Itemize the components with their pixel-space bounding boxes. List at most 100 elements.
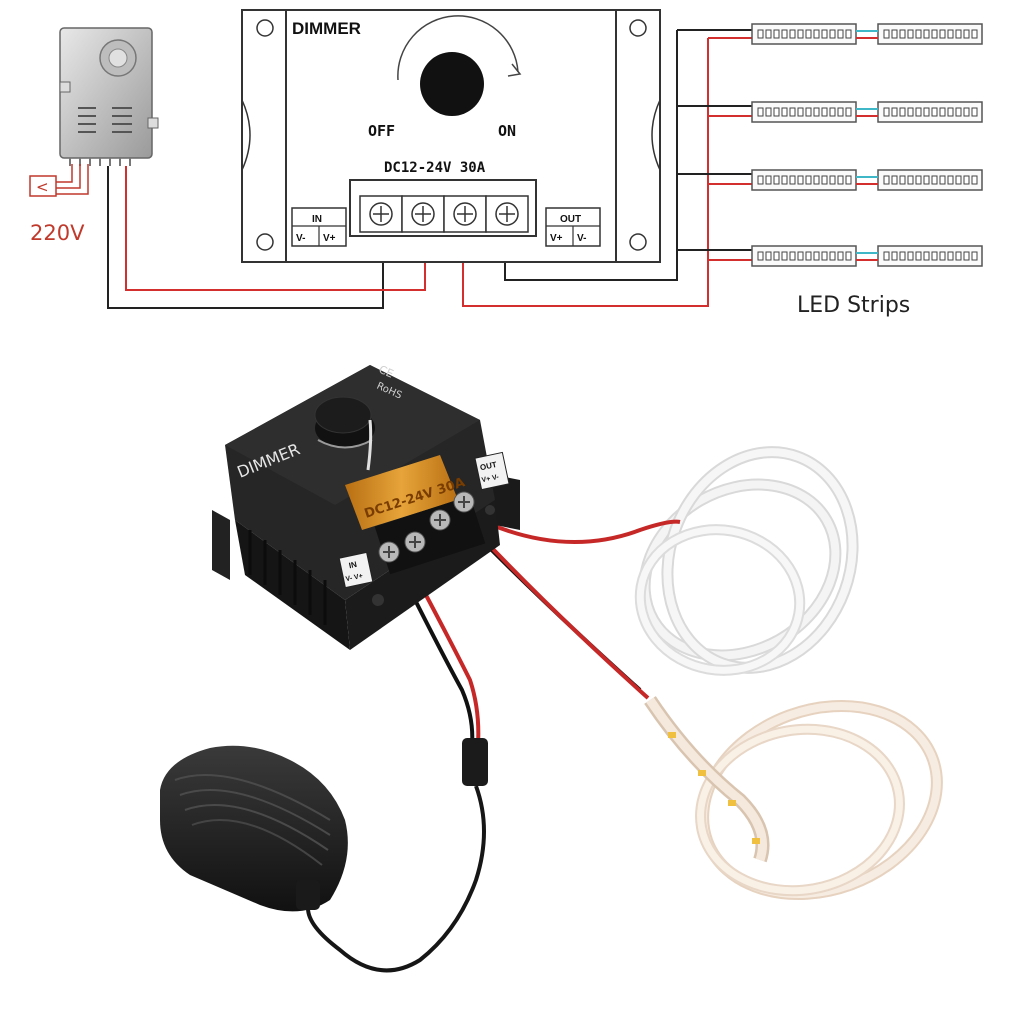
- led-strip-coil-upper: [634, 446, 859, 676]
- led-chip: [883, 29, 890, 39]
- terminal-block-diagram: [349, 179, 537, 237]
- led-chip: [821, 175, 828, 185]
- led-chip: [939, 251, 946, 261]
- in-label-photo: IN: [348, 560, 358, 571]
- led-chip: [773, 107, 780, 117]
- led-chip: [797, 251, 804, 261]
- ac-input-plug: <: [29, 164, 89, 197]
- led-chip: [805, 175, 812, 185]
- led-strip-segment: [877, 101, 983, 123]
- led-strip-segment: [877, 169, 983, 191]
- led-chip: [971, 175, 978, 185]
- led-chip: [923, 175, 930, 185]
- wire-in-positive-photo: [408, 564, 481, 746]
- led-chip: [797, 107, 804, 117]
- led-chip: [907, 251, 914, 261]
- led-chip: [931, 107, 938, 117]
- led-chip: [939, 29, 946, 39]
- in-label: IN: [312, 214, 322, 225]
- led-chip: [891, 107, 898, 117]
- knob-off-label: OFF: [368, 122, 395, 140]
- led-chip: [797, 175, 804, 185]
- ce-mark: CE: [377, 363, 396, 381]
- led-chip: [765, 107, 772, 117]
- led-strip-row: [751, 169, 983, 191]
- rating-label-diagram: DC12-24V 30A: [384, 160, 486, 176]
- led-chip: [963, 251, 970, 261]
- led-chip: [915, 175, 922, 185]
- out-terminal-positive: V+: [550, 233, 563, 244]
- led-chip: [765, 175, 772, 185]
- led-chip: [899, 29, 906, 39]
- in-sticker-photo: [338, 551, 374, 589]
- led-chip: [845, 107, 852, 117]
- led-chip: [813, 107, 820, 117]
- led-chip: [845, 29, 852, 39]
- out-label-photo: OUT: [479, 460, 497, 472]
- out-terminal-label-box: [545, 207, 601, 247]
- led-chip: [757, 107, 764, 117]
- led-chip: [789, 175, 796, 185]
- out-sticker-photo: [474, 451, 510, 491]
- led-chip: [883, 107, 890, 117]
- led-chip: [781, 29, 788, 39]
- led-chip: [845, 251, 852, 261]
- led-chip: [963, 175, 970, 185]
- led-chip: [963, 29, 970, 39]
- led-chip: [915, 107, 922, 117]
- led-chip: [781, 251, 788, 261]
- led-chip: [781, 107, 788, 117]
- led-strip-row: [751, 101, 983, 123]
- power-supply-unit: [59, 27, 159, 166]
- led-chip: [765, 251, 772, 261]
- svg-text:<: <: [36, 178, 49, 196]
- led-strips-label: LED Strips: [797, 293, 910, 318]
- led-chip: [773, 251, 780, 261]
- led-strip-segment: [751, 245, 857, 267]
- mains-voltage-label: 220V: [30, 221, 85, 245]
- led-chip: [837, 175, 844, 185]
- led-chip: [971, 29, 978, 39]
- led-chip: [891, 29, 898, 39]
- led-chip: [805, 107, 812, 117]
- led-chip: [955, 107, 962, 117]
- led-chip: [947, 175, 954, 185]
- led-chip: [813, 251, 820, 261]
- led-chip: [891, 251, 898, 261]
- led-chip: [907, 107, 914, 117]
- wiring-diagram: < 220V: [29, 9, 983, 318]
- led-chip: [931, 175, 938, 185]
- led-chip: [947, 107, 954, 117]
- led-chip: [773, 175, 780, 185]
- knob-on-label: ON: [498, 122, 516, 140]
- led-strip-segment: [877, 23, 983, 45]
- led-chip: [805, 251, 812, 261]
- led-chip: [915, 251, 922, 261]
- wire-negative-in: [107, 166, 384, 309]
- led-chip: [915, 29, 922, 39]
- led-chip: [837, 107, 844, 117]
- led-chip: [781, 175, 788, 185]
- led-strip-segment: [751, 23, 857, 45]
- led-chip: [829, 107, 836, 117]
- in-terminal-negative: V-: [296, 233, 305, 244]
- led-chip: [955, 251, 962, 261]
- led-chip: [821, 107, 828, 117]
- led-chip: [971, 107, 978, 117]
- led-chip: [773, 29, 780, 39]
- led-chip: [947, 251, 954, 261]
- strip-branch-wires: [677, 29, 752, 261]
- led-strip-segment: [751, 169, 857, 191]
- led-chip: [837, 29, 844, 39]
- led-chip: [923, 251, 930, 261]
- in-terminal-label-box: [291, 207, 347, 247]
- led-chip: [829, 175, 836, 185]
- led-chip: [805, 29, 812, 39]
- led-chip: [757, 175, 764, 185]
- led-chip: [789, 29, 796, 39]
- wire-out-positive-photo: [469, 513, 681, 544]
- out-terminals-photo: V+ V-: [481, 474, 500, 485]
- led-chip: [891, 175, 898, 185]
- device-title-diagram: DIMMER: [292, 19, 361, 38]
